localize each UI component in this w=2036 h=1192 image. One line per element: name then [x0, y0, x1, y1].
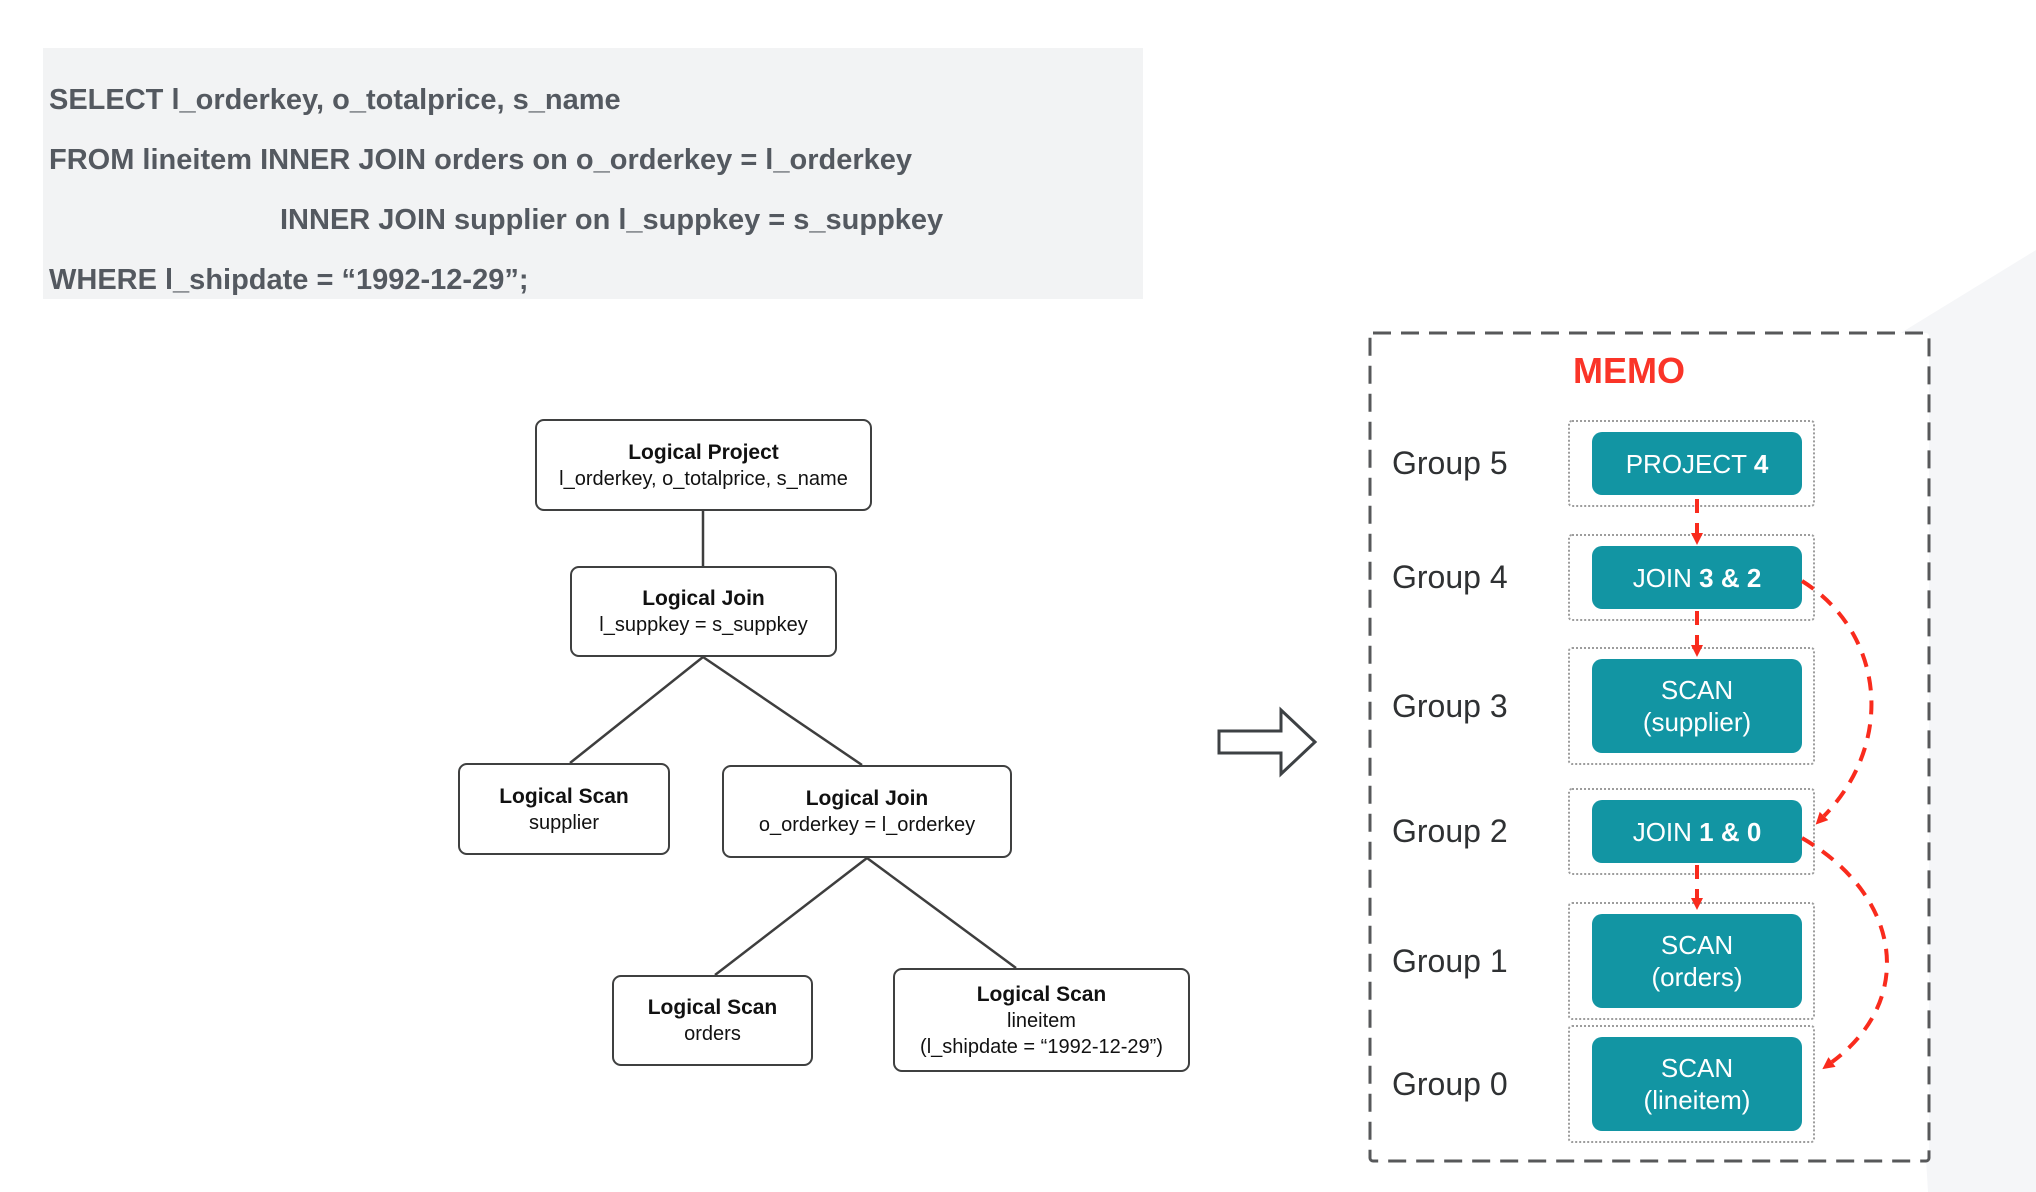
memo-node-refs: 3 & 2 — [1699, 562, 1762, 593]
memo-group-container-0 — [1568, 1025, 1815, 1143]
tree-node-logical-scan-orders: Logical Scan orders — [612, 975, 813, 1066]
memo-group-container-2 — [1568, 788, 1815, 875]
tree-node-detail: lineitem — [1007, 1009, 1076, 1032]
memo-group-label-3: Group 3 — [1392, 688, 1508, 724]
tree-node-title: Logical Scan — [499, 784, 629, 808]
tree-node-title: Logical Join — [805, 787, 929, 810]
memo-node-join-3-2: JOIN 3 & 2 — [1592, 546, 1802, 609]
sql-line-join: INNER JOIN supplier on l_suppkey = s_sup… — [280, 204, 944, 236]
memo-group-container-5 — [1568, 420, 1815, 507]
memo-title: MEMO — [1573, 350, 1685, 391]
memo-node-op: JOIN — [1632, 562, 1700, 593]
sql-line-select: SELECT l_orderkey, o_totalprice, s_name — [49, 84, 621, 116]
tree-node-detail: o_orderkey = l_orderkey — [758, 814, 976, 836]
memo-node-refs: 4 — [1753, 448, 1769, 479]
tree-node-detail: l_suppkey = s_suppkey — [599, 614, 808, 636]
memo-group-label-4: Group 4 — [1392, 559, 1508, 595]
tree-node-detail: supplier — [528, 811, 600, 834]
memo-node-op: JOIN — [1632, 816, 1700, 847]
tree-node-logical-scan-lineitem: Logical Scan lineitem (l_shipdate = “199… — [893, 968, 1190, 1072]
memo-node-op: SCAN — [1660, 675, 1734, 705]
memo-group-label-1: Group 1 — [1392, 943, 1508, 979]
sql-query-panel: SELECT l_orderkey, o_totalprice, s_name … — [43, 48, 1143, 299]
memo-node-op: SCAN — [1660, 930, 1734, 960]
tree-node-logical-scan-supplier: Logical Scan supplier — [458, 763, 670, 855]
tree-node-logical-project: Logical Project l_orderkey, o_totalprice… — [535, 419, 872, 511]
memo-node-scan-supplier: SCAN (supplier) — [1592, 659, 1802, 753]
tree-node-title: Logical Join — [642, 587, 765, 610]
tree-node-detail: (l_shipdate = “1992-12-29”) — [920, 1035, 1163, 1058]
sql-line-from: FROM lineitem INNER JOIN orders on o_ord… — [49, 144, 913, 176]
memo-node-table: (supplier) — [1642, 707, 1752, 737]
memo-group-label-0: Group 0 — [1392, 1066, 1508, 1102]
memo-node-project-4: PROJECT 4 — [1592, 432, 1802, 495]
memo-node-label: JOIN 3 & 2 — [1633, 562, 1762, 594]
memo-node-join-1-0: JOIN 1 & 0 — [1592, 800, 1802, 863]
tree-node-title: Logical Scan — [647, 996, 778, 1019]
tree-node-title: Logical Project — [628, 440, 779, 464]
memo-node-scan-orders: SCAN (orders) — [1592, 914, 1802, 1008]
memo-group-label-2: Group 2 — [1392, 813, 1508, 849]
memo-node-label: PROJECT 4 — [1626, 448, 1769, 480]
tree-node-detail: l_orderkey, o_totalprice, s_name — [559, 467, 848, 490]
memo-group-label-5: Group 5 — [1392, 445, 1508, 481]
memo-node-op: SCAN — [1660, 1053, 1734, 1083]
memo-node-label: JOIN 1 & 0 — [1633, 816, 1762, 848]
tree-node-title: Logical Scan — [976, 982, 1107, 1006]
memo-node-refs: 1 & 0 — [1699, 816, 1762, 847]
memo-node-op: PROJECT — [1625, 448, 1754, 479]
memo-node-table: (orders) — [1651, 962, 1743, 992]
tree-node-logical-join-upper: Logical Join l_suppkey = s_suppkey — [570, 566, 837, 657]
tree-node-detail: orders — [684, 1023, 741, 1045]
memo-node-table: (lineitem) — [1643, 1085, 1751, 1115]
tree-node-logical-join-lower: Logical Join o_orderkey = l_orderkey — [722, 765, 1012, 858]
sql-line-where: WHERE l_shipdate = “1992-12-29”; — [49, 264, 529, 296]
memo-node-scan-lineitem: SCAN (lineitem) — [1592, 1037, 1802, 1131]
transform-arrow — [1217, 706, 1318, 778]
